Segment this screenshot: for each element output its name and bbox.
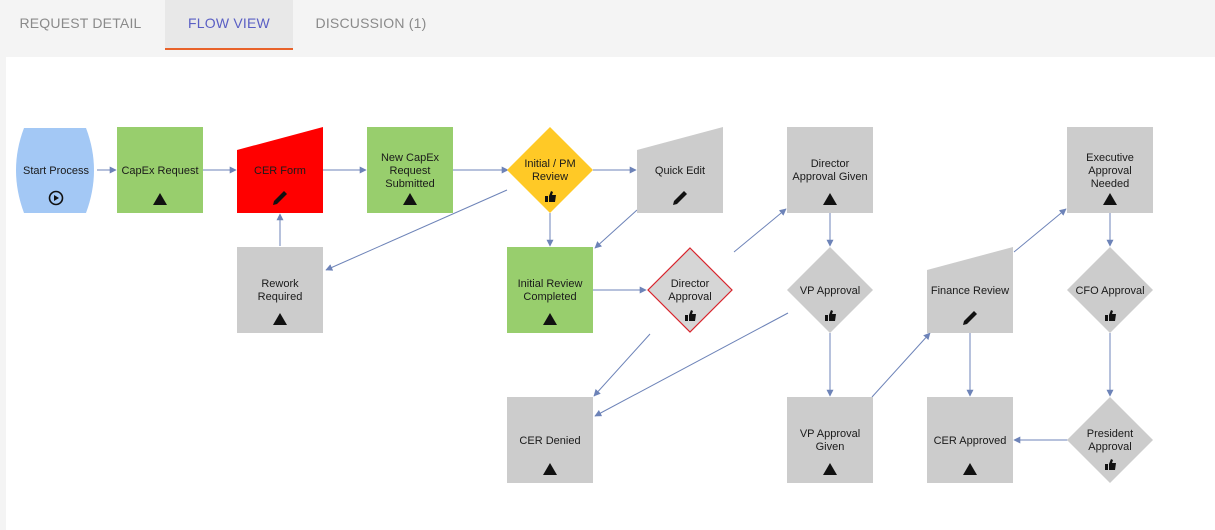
edge-director-to-directorgiven (733, 208, 787, 253)
node-label-line-2: Given (816, 441, 845, 453)
thumbs-up-icon (545, 191, 556, 202)
edge-director-to-denied (593, 333, 651, 397)
node-quick-edit[interactable]: Quick Edit (637, 127, 723, 213)
node-new-capex-request-submitted[interactable]: New CapEx Request Submitted (367, 127, 453, 213)
node-director-approval-given[interactable]: Director Approval Given (787, 127, 873, 213)
triangle-icon (963, 463, 977, 475)
edge-finance-to-executive (1013, 208, 1067, 253)
tab-discussion[interactable]: DISCUSSION (1) (315, 15, 427, 31)
node-vp-approval-given[interactable]: VP Approval Given (787, 397, 873, 483)
edge-pmreview-to-rework (325, 189, 508, 271)
node-label: Finance Review (931, 285, 1009, 297)
thumbs-up-icon (1105, 310, 1116, 321)
pencil-icon (963, 311, 977, 325)
node-label-line-1: VP Approval (800, 428, 860, 440)
node-label-line-2: Review (532, 171, 568, 183)
node-label: CER Approved (934, 435, 1007, 447)
node-label-line-2: Approval (668, 291, 711, 303)
node-label-line-1: Initial Review (518, 278, 583, 290)
triangle-icon (1103, 193, 1117, 205)
flow-diagram: Start Process CapEx Request CER Form New… (16, 127, 1153, 483)
node-executive-approval-needed[interactable]: Executive Approval Needed (1067, 127, 1153, 213)
thumbs-up-icon (825, 310, 836, 321)
node-initial-review-completed[interactable]: Initial Review Completed (507, 247, 593, 333)
node-cer-approved[interactable]: CER Approved (927, 397, 1013, 483)
node-rework-required[interactable]: Rework Required (237, 247, 323, 333)
node-label-line-1: Executive (1086, 152, 1134, 164)
node-label: VP Approval (800, 285, 860, 297)
flow-canvas: Start Process CapEx Request CER Form New… (6, 57, 1215, 530)
tab-request-detail[interactable]: REQUEST DETAIL (19, 15, 142, 31)
node-director-approval[interactable]: Director Approval (647, 247, 733, 333)
edge-vp-to-denied (594, 312, 789, 417)
tab-bar: REQUEST DETAIL FLOW VIEW DISCUSSION (1) (0, 0, 1215, 50)
node-initial-pm-review[interactable]: Initial / PM Review (507, 127, 593, 213)
node-vp-approval[interactable]: VP Approval (787, 247, 873, 333)
node-finance-review[interactable]: Finance Review (927, 247, 1013, 333)
node-label-line-2: Required (258, 291, 303, 303)
node-label: Start Process (23, 165, 90, 177)
node-cer-form[interactable]: CER Form (237, 127, 323, 213)
triangle-icon (273, 313, 287, 325)
node-label-line-2: Approval (1088, 441, 1131, 453)
node-label: CER Denied (519, 435, 580, 447)
node-label-line-1: New CapEx (381, 152, 440, 164)
triangle-icon (823, 193, 837, 205)
triangle-icon (403, 193, 417, 205)
triangle-icon (543, 463, 557, 475)
node-label-line-1: Director (671, 278, 710, 290)
node-label-line-1: Director (811, 158, 850, 170)
node-label-line-1: President (1087, 428, 1133, 440)
thumbs-up-icon (1105, 459, 1116, 470)
tab-flow-view[interactable]: FLOW VIEW (165, 0, 293, 50)
node-label-line-1: Initial / PM (524, 158, 575, 170)
node-label-line-3: Submitted (385, 178, 435, 190)
pencil-icon (273, 191, 287, 205)
node-label-line-2: Completed (523, 291, 576, 303)
node-label: CFO Approval (1075, 285, 1144, 297)
pencil-icon (673, 191, 687, 205)
node-label-line-2: Request (390, 165, 431, 177)
node-label-line-1: Rework (261, 278, 299, 290)
edge-quickedit-to-initialcompleted (594, 209, 638, 249)
connectors (97, 166, 1114, 444)
triangle-icon (153, 193, 167, 205)
node-label-line-3: Needed (1091, 178, 1130, 190)
node-label: CER Form (254, 165, 306, 177)
edge-vpgiven-to-finance (871, 332, 931, 398)
triangle-icon (543, 313, 557, 325)
node-label-line-2: Approval (1088, 165, 1131, 177)
node-cer-denied[interactable]: CER Denied (507, 397, 593, 483)
triangle-icon (823, 463, 837, 475)
play-circle-icon (48, 190, 64, 206)
node-label: Quick Edit (655, 165, 705, 177)
thumbs-up-icon (685, 310, 696, 321)
node-label: CapEx Request (121, 165, 198, 177)
node-cfo-approval[interactable]: CFO Approval (1067, 247, 1153, 333)
node-label-line-2: Approval Given (792, 171, 867, 183)
node-president-approval[interactable]: President Approval (1067, 397, 1153, 483)
node-capex-request[interactable]: CapEx Request (117, 127, 203, 213)
node-start-process[interactable]: Start Process (16, 128, 94, 213)
